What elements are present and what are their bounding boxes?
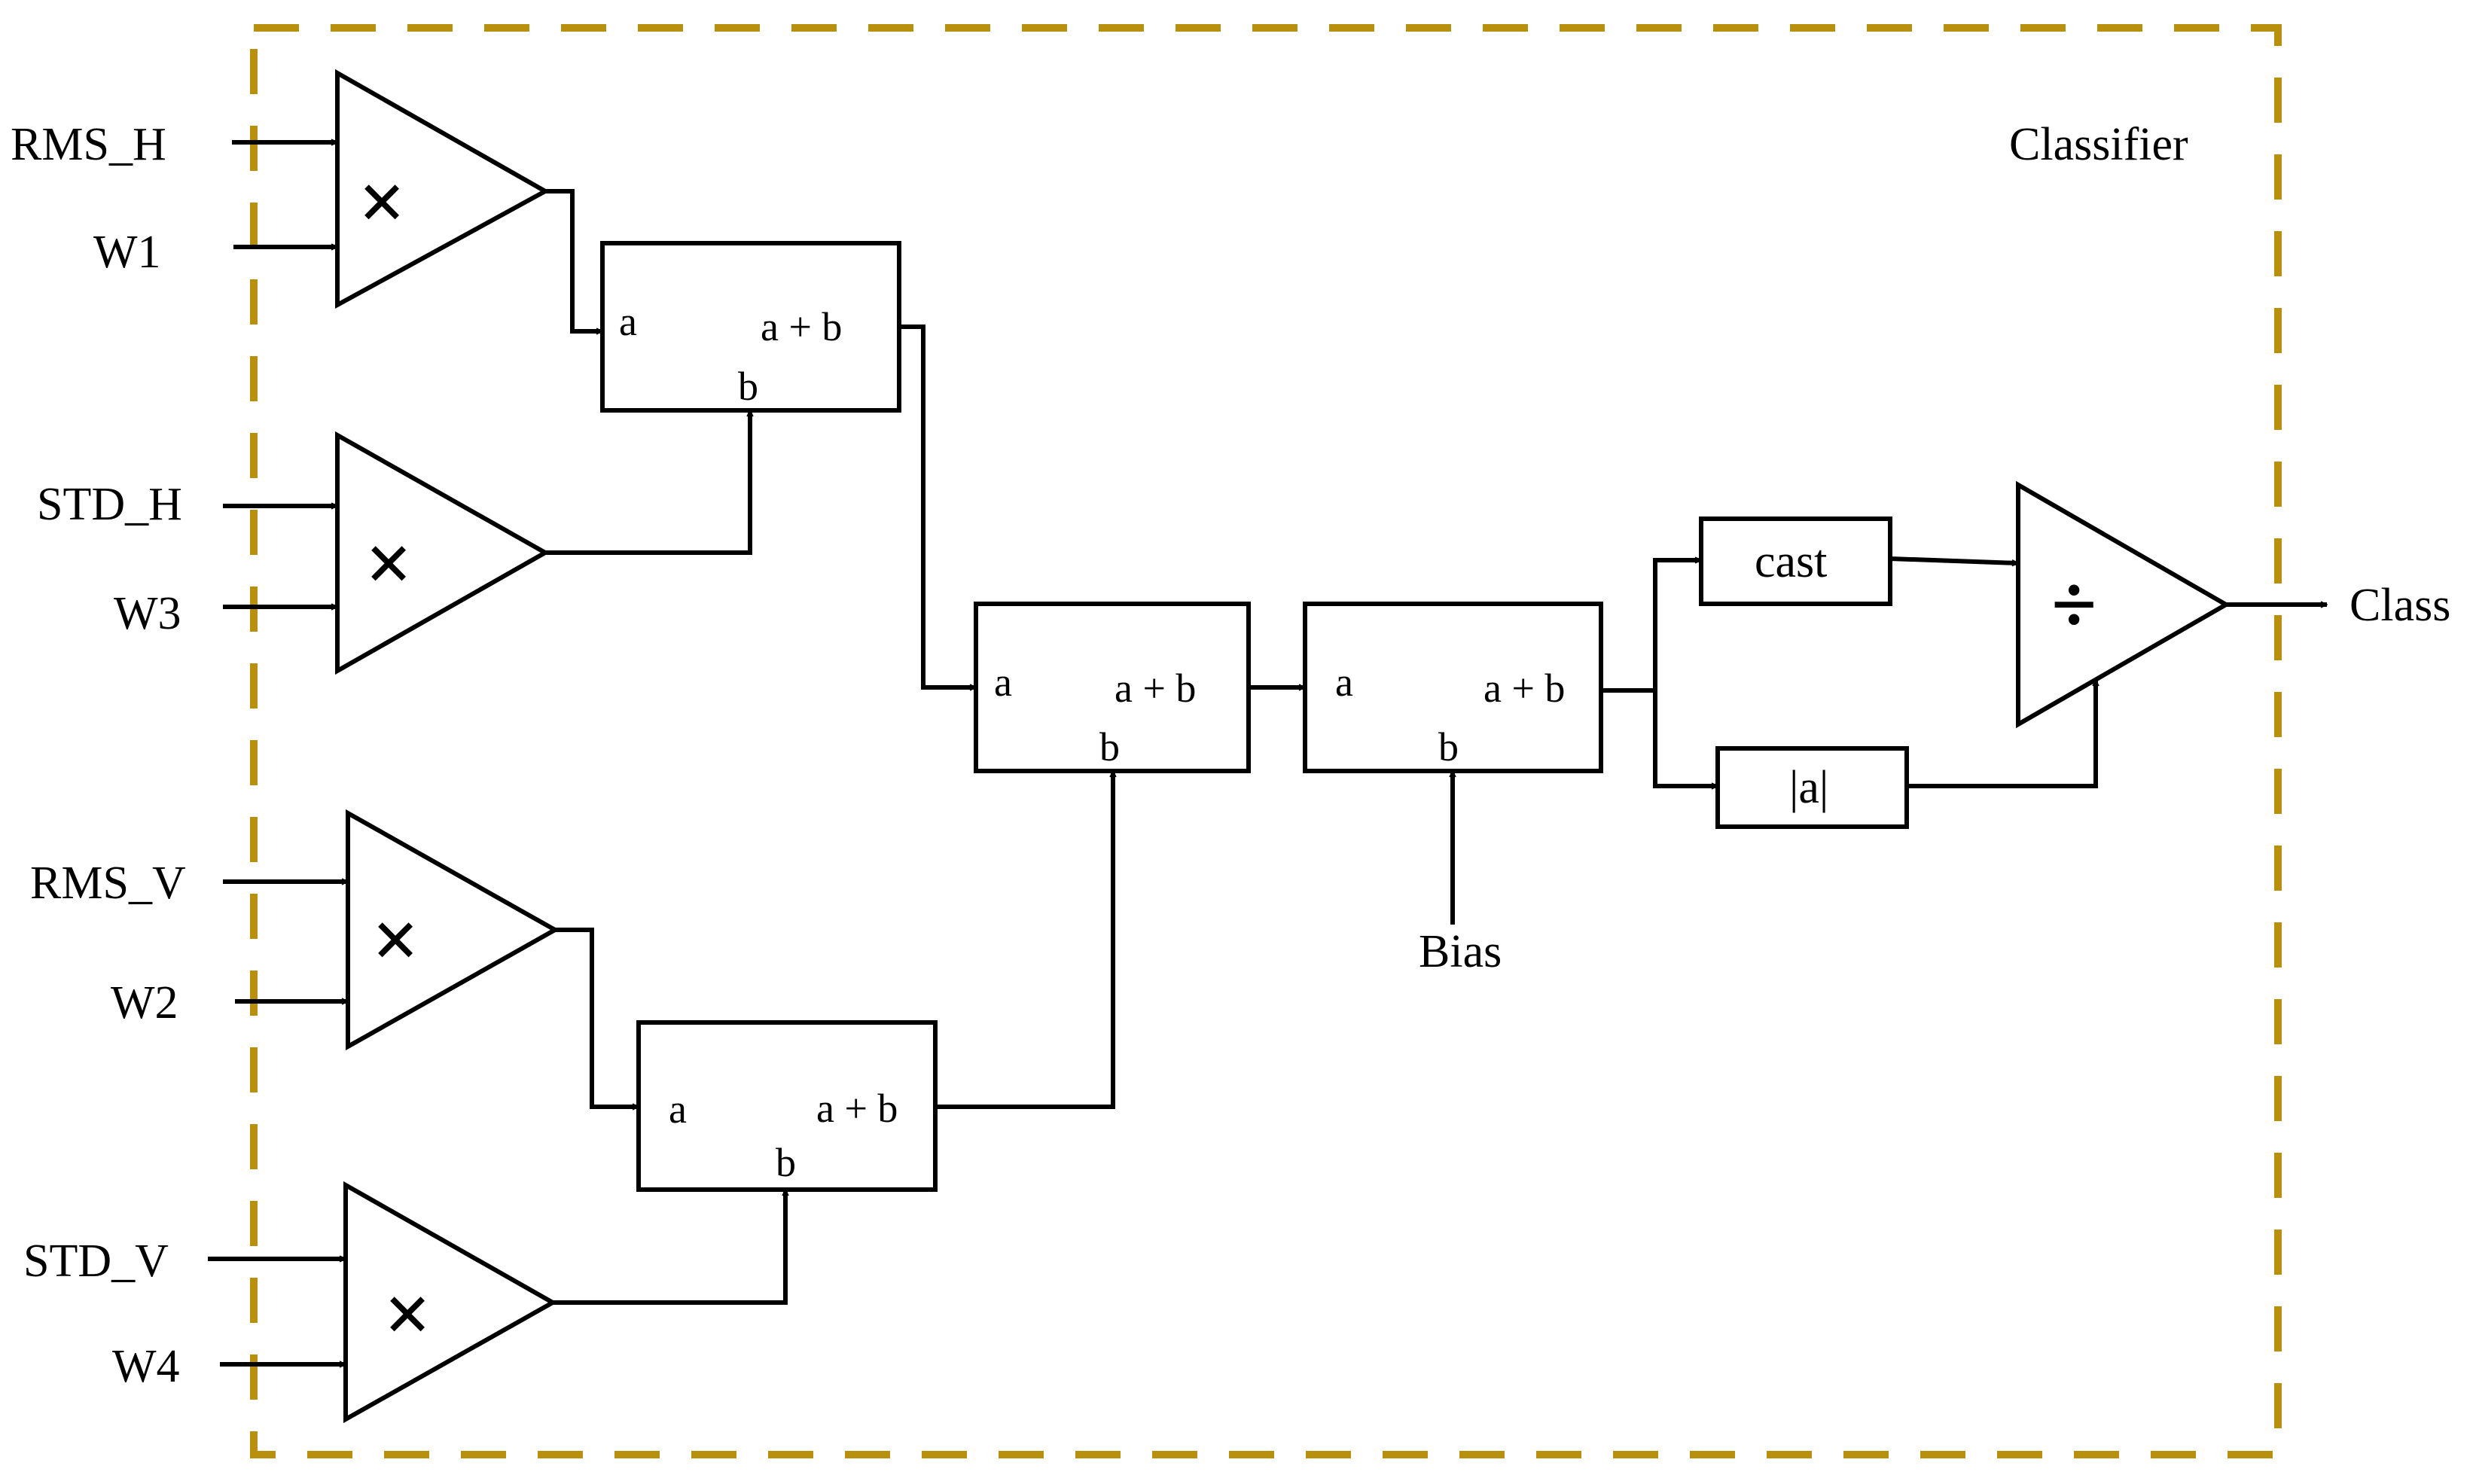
adder-top-output: a + b <box>761 304 842 349</box>
wire-split-to-abs <box>1653 690 1718 786</box>
wire-mult4-to-adder-bottom <box>553 1190 785 1305</box>
input-label-bias: Bias <box>1419 926 1502 977</box>
input-label-rms-v: RMS_V <box>30 858 186 909</box>
wire-mult2-to-adder-top <box>545 410 750 555</box>
input-label-w1: W1 <box>93 227 161 278</box>
input-label-std-h: STD_H <box>37 479 182 530</box>
input-label-w2: W2 <box>111 977 178 1028</box>
adder-middle <box>974 602 1251 773</box>
wire-mult1-to-adder-top <box>545 189 602 331</box>
wire-mult3-to-adder-bottom <box>555 928 639 1107</box>
divider-symbol: ÷ <box>2051 559 2096 651</box>
adder-middle-port-a: a <box>994 660 1012 705</box>
adder-bottom-port-b: b <box>776 1140 796 1185</box>
multiplier-std-h-symbol: × <box>365 517 413 609</box>
adder-bottom-output: a + b <box>816 1086 898 1131</box>
wire-adder-bottom-to-adder-middle <box>935 771 1113 1109</box>
multiplier-std-h <box>335 431 550 675</box>
divider <box>2016 480 2231 729</box>
multiplier-std-v-symbol: × <box>384 1268 431 1360</box>
adder-bias-port-a: a <box>1335 660 1353 705</box>
multiplier-rms-v <box>346 809 560 1051</box>
wire-adder-top-to-adder-middle <box>899 325 976 687</box>
classifier-frame <box>250 24 2282 1458</box>
wire-abs-to-divider <box>1907 680 2096 788</box>
input-label-w3: W3 <box>114 588 181 639</box>
adder-bottom-port-a: a <box>669 1086 687 1132</box>
adder-top-port-a: a <box>619 299 637 344</box>
multiplier-rms-h <box>335 69 550 309</box>
multiplier-rms-h-symbol: × <box>358 156 406 248</box>
wire-split-to-cast <box>1653 560 1701 690</box>
multiplier-std-v <box>343 1181 558 1424</box>
input-label-w4: W4 <box>112 1341 180 1392</box>
adder-bias-port-b: b <box>1438 724 1459 769</box>
input-label-rms-h: RMS_H <box>11 119 166 170</box>
adder-middle-output: a + b <box>1115 666 1196 711</box>
adder-top-port-b: b <box>738 364 758 409</box>
input-label-std-v: STD_V <box>23 1236 169 1287</box>
output-label: Class <box>2350 580 2450 631</box>
wire-cast-to-divider <box>1889 556 2018 563</box>
adder-bias-output: a + b <box>1483 666 1565 711</box>
multiplier-rms-v-symbol: × <box>372 894 419 986</box>
cast-block-label: cast <box>1755 536 1827 587</box>
classifier-title: Classifier <box>2009 119 2188 170</box>
abs-block-label: |a| <box>1789 762 1828 813</box>
adder-middle-port-b: b <box>1099 724 1120 769</box>
